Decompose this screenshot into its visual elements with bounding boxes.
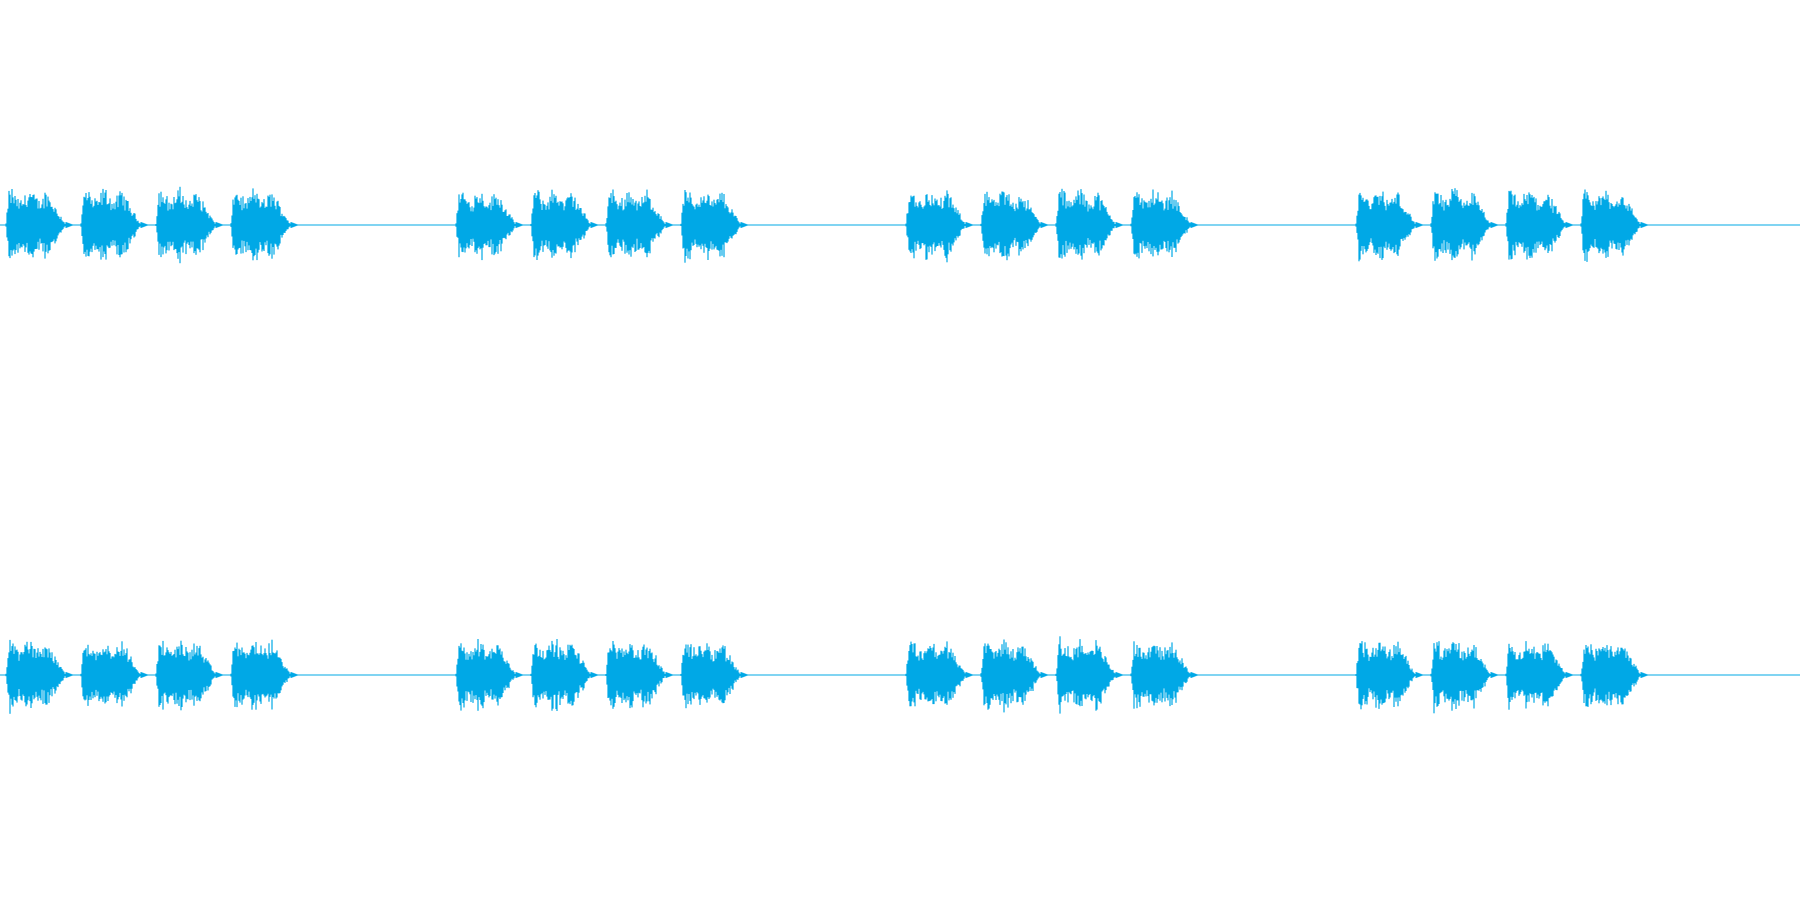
audio-burst bbox=[155, 640, 224, 711]
audio-burst bbox=[1355, 191, 1424, 262]
audio-burst bbox=[905, 190, 974, 263]
audio-burst bbox=[1430, 188, 1499, 261]
audio-burst bbox=[680, 643, 749, 709]
audio-burst bbox=[80, 641, 149, 707]
audio-burst bbox=[155, 186, 224, 264]
audio-burst bbox=[905, 641, 974, 707]
audio-burst bbox=[1130, 641, 1199, 709]
audio-burst bbox=[605, 641, 674, 709]
audio-burst bbox=[1580, 189, 1649, 262]
audio-burst bbox=[605, 189, 674, 258]
audio-burst bbox=[455, 639, 524, 711]
channel-2-waveform bbox=[0, 636, 1800, 714]
audio-burst bbox=[980, 191, 1049, 261]
channel-1-waveform bbox=[0, 186, 1800, 264]
audio-burst bbox=[1355, 641, 1424, 710]
audio-burst bbox=[230, 188, 299, 261]
audio-burst bbox=[80, 188, 149, 260]
audio-burst bbox=[230, 639, 299, 710]
audio-burst bbox=[1580, 644, 1649, 707]
audio-burst bbox=[1055, 636, 1124, 714]
audio-burst bbox=[1055, 188, 1124, 260]
audio-burst bbox=[530, 639, 599, 711]
audio-burst bbox=[5, 639, 74, 714]
audio-burst bbox=[1430, 641, 1499, 714]
audio-burst bbox=[1505, 190, 1574, 260]
audio-burst bbox=[1505, 641, 1574, 710]
audio-burst bbox=[5, 189, 74, 259]
audio-burst bbox=[530, 189, 599, 260]
audio-burst bbox=[455, 192, 524, 261]
audio-burst bbox=[680, 190, 749, 263]
audio-burst bbox=[980, 639, 1049, 713]
audio-burst bbox=[1130, 189, 1199, 259]
